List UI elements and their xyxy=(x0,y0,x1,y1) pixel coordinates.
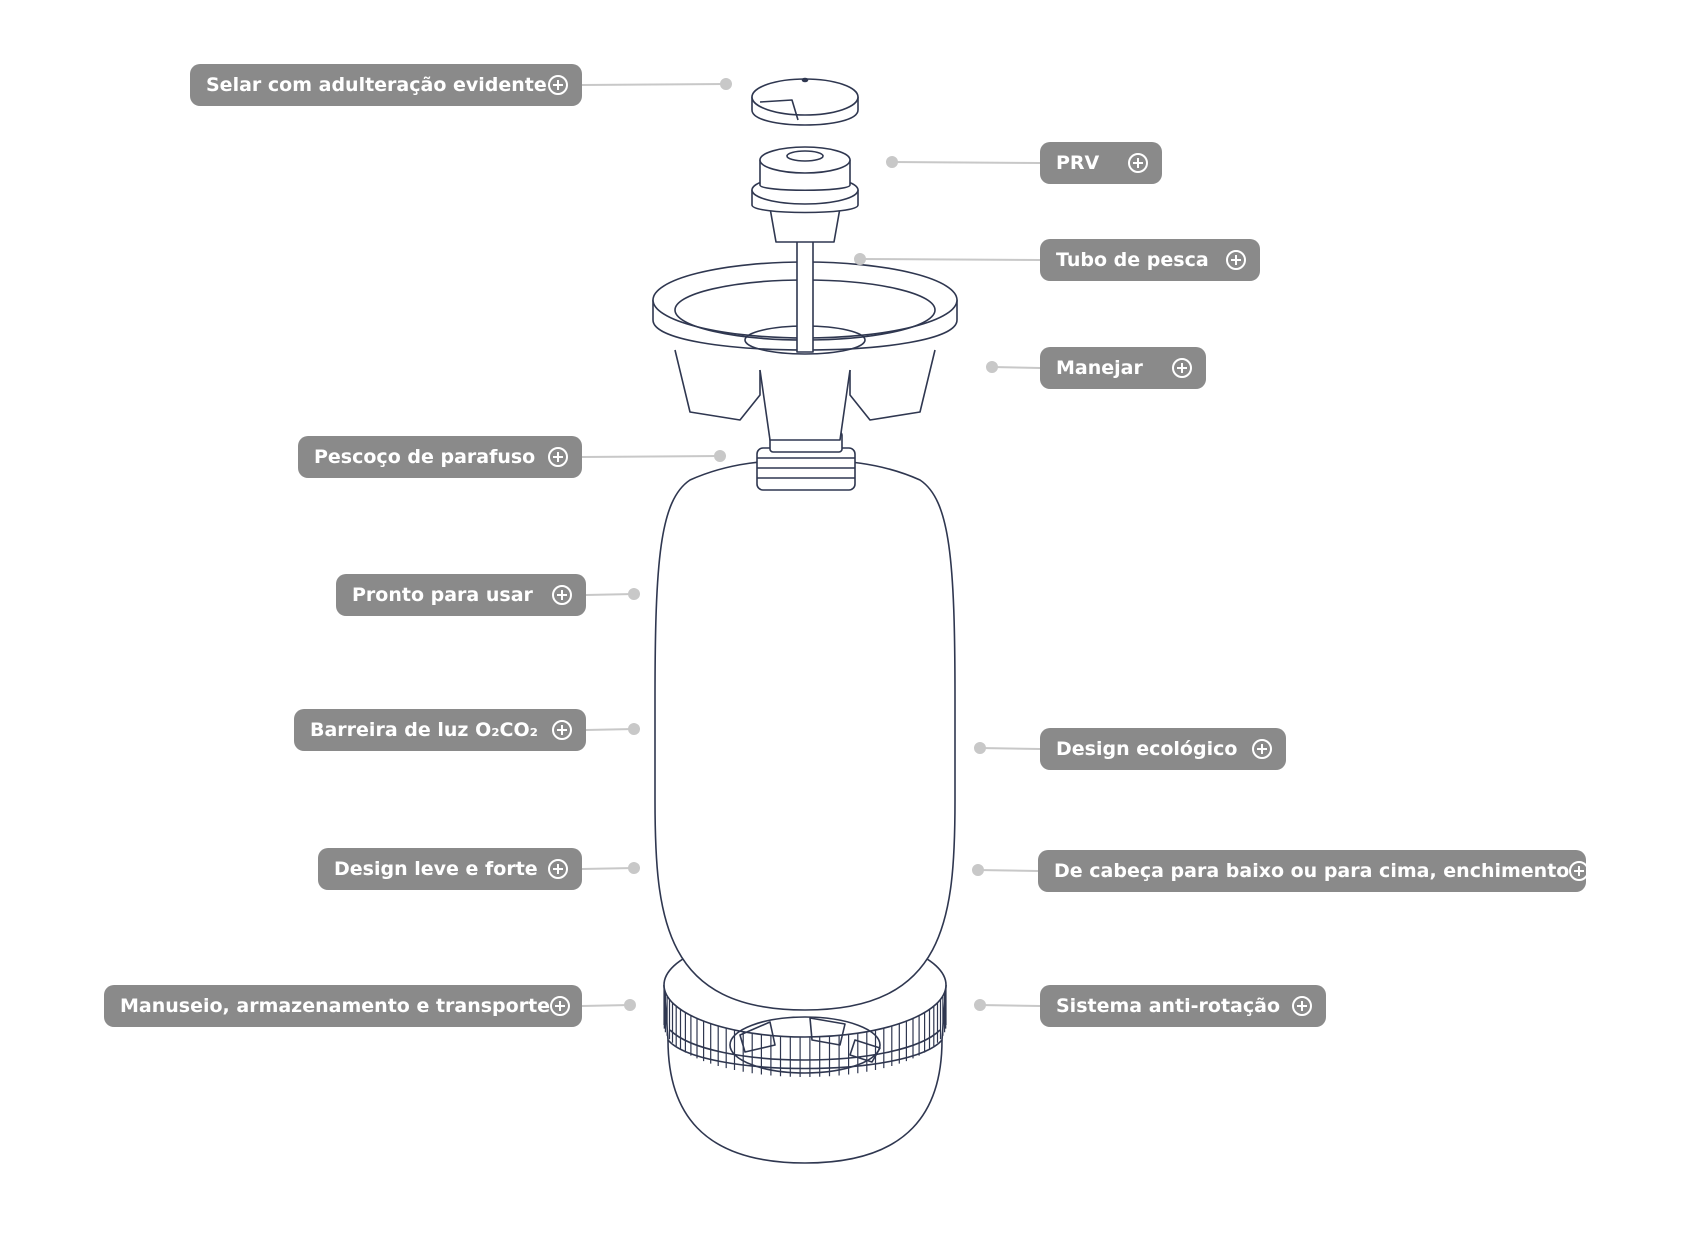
callout-label: De cabeça para baixo ou para cima, enchi… xyxy=(1054,860,1570,882)
plus-circle-icon[interactable] xyxy=(1569,861,1590,881)
leader-dot xyxy=(628,723,640,735)
callout-screw-neck[interactable]: Pescoço de parafuso xyxy=(298,436,582,478)
leader-line xyxy=(585,593,635,596)
leader-line xyxy=(979,747,1041,750)
plus-circle-icon[interactable] xyxy=(550,996,571,1016)
prv-valve xyxy=(751,146,859,243)
callout-label: Barreira de luz O₂CO₂ xyxy=(310,719,538,741)
plus-circle-icon[interactable] xyxy=(548,75,568,95)
leader-dot xyxy=(986,361,998,373)
leader-line xyxy=(859,258,1041,261)
leader-dot xyxy=(972,864,984,876)
callout-label: Tubo de pesca xyxy=(1056,249,1209,271)
leader-dot xyxy=(628,862,640,874)
leader-line xyxy=(979,1004,1041,1007)
plus-circle-icon[interactable] xyxy=(1128,153,1148,173)
leader-dot xyxy=(714,450,726,462)
callout-handle[interactable]: Manejar xyxy=(1040,347,1206,389)
leader-dot xyxy=(886,156,898,168)
callout-upside-down[interactable]: De cabeça para baixo ou para cima, enchi… xyxy=(1038,850,1590,892)
leader-dot xyxy=(628,588,640,600)
callout-label: Sistema anti-rotação xyxy=(1056,995,1281,1017)
tamper-cap xyxy=(751,77,859,126)
plus-circle-icon[interactable] xyxy=(1172,358,1192,378)
callout-prv[interactable]: PRV xyxy=(1040,142,1162,184)
plus-circle-icon[interactable] xyxy=(548,859,568,879)
callout-dip-tube[interactable]: Tubo de pesca xyxy=(1040,239,1260,281)
callout-handling[interactable]: Manuseio, armazenamento e transporte xyxy=(104,985,582,1027)
plus-circle-icon[interactable] xyxy=(1226,250,1246,270)
callout-label: Selar com adulteração evidente xyxy=(206,74,547,96)
callout-anti-rotation[interactable]: Sistema anti-rotação xyxy=(1040,985,1326,1027)
callout-light-strong[interactable]: Design leve e forte xyxy=(318,848,582,890)
leader-line xyxy=(581,455,721,458)
leader-line xyxy=(991,366,1041,369)
leader-dot xyxy=(720,78,732,90)
callout-eco[interactable]: Design ecológico xyxy=(1040,728,1286,770)
callout-label: Manuseio, armazenamento e transporte xyxy=(120,995,551,1017)
plus-circle-icon[interactable] xyxy=(552,720,572,740)
callout-label: Design leve e forte xyxy=(334,858,538,880)
leader-dot xyxy=(974,999,986,1011)
leader-line xyxy=(977,869,1039,872)
leader-line xyxy=(581,83,727,86)
leader-line xyxy=(891,161,1041,164)
keg-body xyxy=(654,459,956,1011)
callout-ready[interactable]: Pronto para usar xyxy=(336,574,586,616)
leader-line xyxy=(585,728,635,731)
leader-dot xyxy=(974,742,986,754)
callout-barrier[interactable]: Barreira de luz O₂CO₂ xyxy=(294,709,586,751)
leader-line xyxy=(581,867,635,870)
plus-circle-icon[interactable] xyxy=(1292,996,1312,1016)
callout-label: Design ecológico xyxy=(1056,738,1238,760)
leader-dot xyxy=(624,999,636,1011)
callout-label: Pronto para usar xyxy=(352,584,533,606)
plus-circle-icon[interactable] xyxy=(552,585,572,605)
callout-tamper[interactable]: Selar com adulteração evidente xyxy=(190,64,582,106)
callout-label: Manejar xyxy=(1056,357,1143,379)
dip-tube xyxy=(796,239,814,353)
callout-label: Pescoço de parafuso xyxy=(314,446,536,468)
leader-dot xyxy=(854,253,866,265)
leader-line xyxy=(581,1004,631,1007)
plus-circle-icon[interactable] xyxy=(1252,739,1272,759)
plus-circle-icon[interactable] xyxy=(548,447,568,467)
callout-label: PRV xyxy=(1056,152,1100,174)
